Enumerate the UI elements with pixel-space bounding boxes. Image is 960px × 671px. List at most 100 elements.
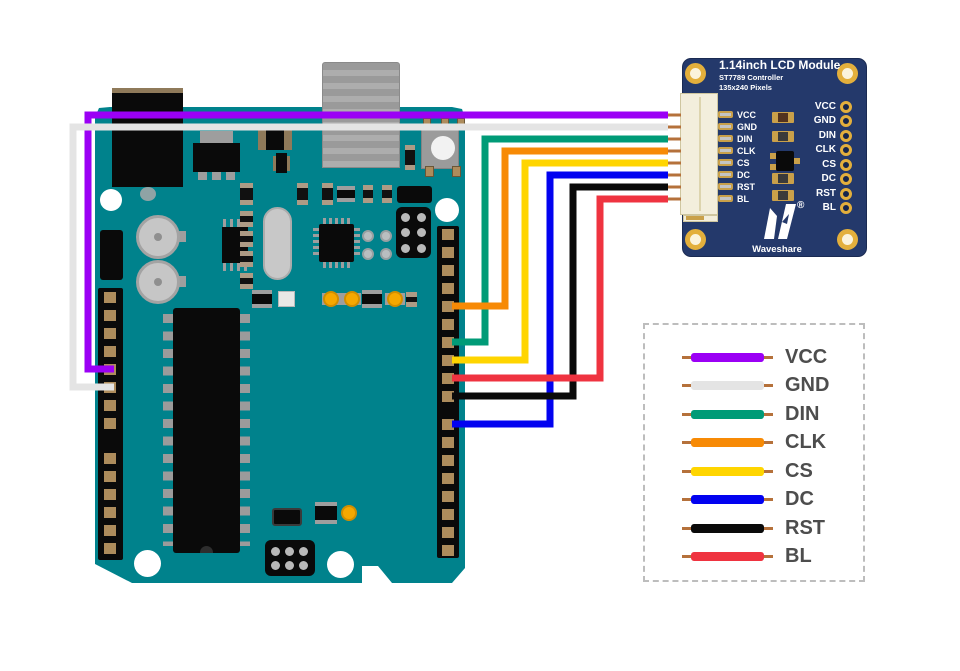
dip-notch (200, 546, 213, 553)
legend-label: DIN (785, 403, 820, 425)
legend-swatch (691, 467, 764, 476)
legend-label: BL (785, 545, 812, 567)
soic-legs (223, 263, 247, 271)
pin-label: GND (737, 122, 757, 132)
wire-dc (452, 171, 668, 428)
pin-label: BL (737, 194, 749, 204)
connector-pin (718, 147, 733, 154)
pin-label: CS (822, 159, 836, 170)
icsp-pin (401, 213, 410, 222)
wire-rst (452, 183, 668, 400)
legend-row: CLK (645, 428, 867, 456)
legend-stub (682, 356, 691, 359)
wire-clk (452, 147, 668, 310)
smd-4pin (362, 290, 382, 308)
corner-hole (685, 229, 706, 250)
wire-bl (452, 195, 668, 382)
pin-label: RST (737, 182, 755, 192)
pin-hole (840, 188, 852, 200)
icsp-pin (285, 561, 294, 570)
connector-pin (718, 111, 733, 118)
icsp-pin (401, 244, 410, 253)
mounting-hole (435, 198, 459, 222)
qfp-legs (313, 228, 319, 258)
lcd-title: 1.14inch LCD Module (719, 58, 841, 72)
dip-legs-left (163, 314, 175, 546)
smd-component (406, 292, 417, 307)
registered-mark: ® (797, 200, 805, 211)
via (380, 248, 392, 260)
pin-label: CLK (815, 144, 836, 155)
legend-stub (764, 356, 773, 359)
pin-label: DIN (737, 134, 753, 144)
smd-component (240, 183, 253, 205)
legend-row: VCC (645, 343, 867, 371)
led (323, 291, 339, 307)
via (380, 230, 392, 242)
pin-label: BL (822, 202, 836, 213)
polyfuse (100, 230, 123, 280)
pin-label: DC (737, 170, 750, 180)
smd-resistor (772, 190, 794, 201)
legend-row: RST (645, 514, 867, 542)
legend-label: CS (785, 460, 813, 482)
legend-swatch (691, 438, 764, 447)
legend-swatch (691, 552, 764, 561)
pin-label: VCC (814, 101, 836, 112)
smd-component (322, 183, 333, 205)
smd-component (363, 185, 373, 203)
qfp-chip (319, 224, 354, 262)
corner-hole (685, 63, 706, 84)
icsp-pin (299, 561, 308, 570)
legend-stub (682, 498, 691, 501)
legend-row: GND (645, 371, 867, 399)
dip-legs-right (238, 314, 250, 546)
legend-stub (682, 384, 691, 387)
connector-pin (718, 171, 733, 178)
corner-hole (837, 229, 858, 250)
pin-hole (840, 130, 852, 142)
legend-stub (764, 441, 773, 444)
power-header-pads (104, 292, 116, 436)
legend-stub (764, 413, 773, 416)
icsp-pin (417, 244, 426, 253)
digital-header-pads-1 (442, 229, 454, 409)
pin-hole (840, 115, 852, 127)
regulator-leg (212, 172, 221, 180)
qfp-legs (323, 218, 351, 224)
legend-row: DC (645, 485, 867, 513)
lcd-subtitle-resolution: 135x240 Pixels (719, 83, 772, 92)
connector-pin (718, 135, 733, 142)
regulator-leg (226, 172, 235, 180)
legend-label: CLK (785, 431, 827, 453)
smd-transistor-pad (793, 158, 800, 164)
legend-stub (764, 384, 773, 387)
led (344, 291, 360, 307)
qfp-legs (354, 228, 360, 258)
pin-label: VCC (737, 110, 757, 120)
smd-component (382, 185, 392, 203)
smd-component (240, 231, 253, 247)
qfp-legs (323, 262, 351, 268)
capacitor-dot (154, 278, 162, 286)
voltage-regulator (193, 143, 240, 172)
smd-diode-body (266, 128, 284, 150)
smd-transistor-pad (770, 153, 777, 159)
power-jack (112, 88, 183, 94)
legend-row: CS (645, 457, 867, 485)
mounting-hole (100, 189, 122, 211)
wire-din (452, 135, 668, 346)
soic-chip (315, 502, 337, 524)
legend-stub (764, 527, 773, 530)
smd-component (278, 291, 295, 307)
legend-swatch (691, 495, 764, 504)
button-leg (452, 166, 461, 177)
legend-stub (764, 470, 773, 473)
connector-pin (718, 159, 733, 166)
icsp-pin (401, 228, 410, 237)
smd-transistor (776, 151, 794, 171)
pin-hole (840, 202, 852, 214)
smd-resistor (772, 112, 794, 123)
smd-component (240, 211, 253, 227)
